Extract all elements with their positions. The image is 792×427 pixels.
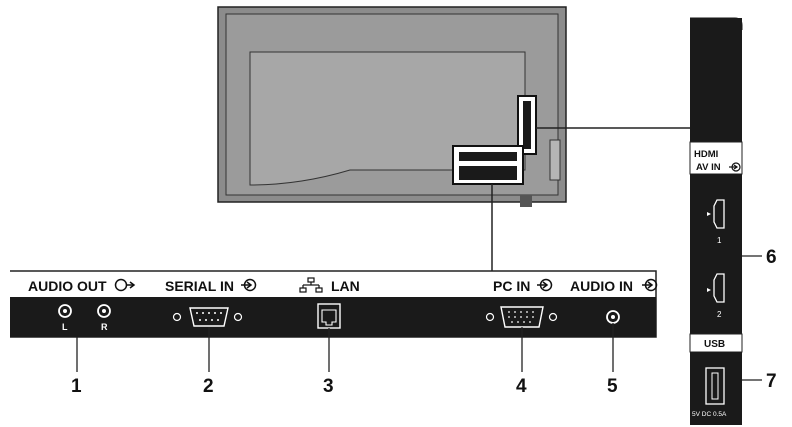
callout-1: 1 (71, 376, 82, 397)
bottom-terminal-panel: AUDIO OUT L R SERIAL IN (10, 270, 658, 338)
audio-out-l-label: L (62, 322, 68, 332)
hdmi-port-2-label: 2 (717, 310, 722, 319)
tv-rear-view (217, 6, 567, 207)
hdmi-port-1 (707, 199, 725, 229)
side-panel-hdmi-strip (690, 174, 742, 334)
callout-3: 3 (323, 376, 334, 397)
hdmi-port-1-label: 1 (717, 236, 722, 245)
bottom-callouts: 1 2 3 4 5 (71, 323, 618, 397)
serial-in-label: SERIAL IN (165, 278, 234, 294)
hdmi-port-2 (707, 273, 725, 303)
callout-7: 7 (766, 371, 777, 392)
serial-in-dsub-port (172, 307, 243, 327)
callout-2: 2 (203, 376, 214, 397)
callout-4: 4 (516, 376, 527, 397)
audio-out-icon (114, 278, 136, 292)
audio-out-jack-l (58, 304, 72, 318)
side-panel-usb-strip (690, 352, 742, 425)
audio-in-label: AUDIO IN (570, 278, 633, 294)
pc-in-input-icon (537, 278, 553, 292)
side-terminal-panel: HDMI AV IN 1 2 USB 5V DC 0.5A (689, 17, 743, 425)
callout-6: 6 (766, 247, 777, 268)
side-panel-body-top (690, 18, 742, 142)
side-callouts: 6 7 (742, 247, 777, 392)
audio-out-r-label: R (101, 322, 108, 332)
lan-label: LAN (331, 278, 360, 294)
av-in-label: AV IN (696, 162, 721, 173)
av-in-input-icon (729, 162, 741, 172)
usb-rating-label: 5V DC 0.5A (692, 411, 727, 418)
hdmi-label: HDMI (694, 149, 718, 160)
usb-label: USB (704, 339, 725, 350)
audio-in-input-icon (642, 278, 658, 292)
lan-network-icon (299, 277, 323, 293)
audio-out-label: AUDIO OUT (28, 278, 107, 294)
callout-5: 5 (607, 376, 618, 397)
usb-port (705, 367, 725, 405)
audio-out-jack-r (97, 304, 111, 318)
serial-in-input-icon (241, 278, 257, 292)
pc-in-label: PC IN (493, 278, 530, 294)
pc-in-vga-port (485, 306, 558, 328)
